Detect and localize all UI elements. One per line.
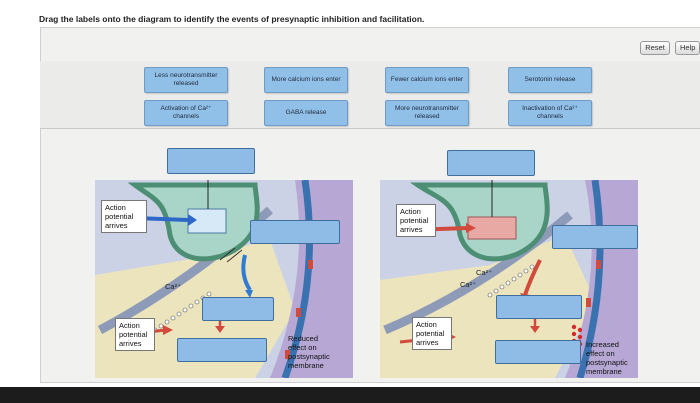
label-more-neurotransmitter[interactable]: More neurotransmitter released <box>385 100 469 126</box>
drop-target-right-top[interactable] <box>447 150 535 176</box>
calcium-ion-label: Ca²⁺ <box>165 282 182 291</box>
label-more-calcium[interactable]: More calcium ions enter <box>264 67 348 93</box>
label-serotonin-release[interactable]: Serotonin release <box>508 67 592 93</box>
bottom-bar <box>0 387 700 403</box>
action-potential-label-top: Action potential arrives <box>101 200 147 233</box>
increased-effect-label: Increased effect on postsynaptic membran… <box>586 340 628 376</box>
label-gaba-release[interactable]: GABA release <box>264 100 348 126</box>
diagram-presynaptic-facilitation: Action potential arrives Action potentia… <box>380 179 638 380</box>
calcium-ion-label: Ca²⁺ <box>460 280 477 289</box>
calcium-ion-label: Ca²⁺ <box>476 268 493 277</box>
drop-target-left-mid[interactable] <box>250 220 340 244</box>
help-button[interactable]: Help <box>675 41 700 55</box>
label-fewer-calcium[interactable]: Fewer calcium ions enter <box>385 67 469 93</box>
action-potential-label-bottom: Action potential arrives <box>412 317 452 350</box>
drop-target-right-mid[interactable] <box>552 225 638 249</box>
reduced-effect-label: Reduced effect on postsynaptic membrane <box>288 334 330 370</box>
label-bank <box>40 61 700 129</box>
drop-target-right-lower[interactable] <box>496 295 582 319</box>
action-potential-label-bottom: Action potential arrives <box>115 318 155 351</box>
drop-target-right-bottom[interactable] <box>495 340 581 364</box>
drop-target-left-lower[interactable] <box>202 297 274 321</box>
label-inactivation-ca[interactable]: Inactivation of Ca²⁺ channels <box>508 100 592 126</box>
reset-button[interactable]: Reset <box>640 41 670 55</box>
label-activation-ca[interactable]: Activation of Ca²⁺ channels <box>144 100 228 126</box>
diagram-presynaptic-inhibition: Action potential arrives Action potentia… <box>95 179 353 380</box>
label-less-neurotransmitter[interactable]: Less neurotransmitter released <box>144 67 228 93</box>
drop-target-left-bottom[interactable] <box>177 338 267 362</box>
instruction-text: Drag the labels onto the diagram to iden… <box>39 14 425 24</box>
action-potential-label-top: Action potential arrives <box>396 204 436 237</box>
drop-target-left-top[interactable] <box>167 148 255 174</box>
